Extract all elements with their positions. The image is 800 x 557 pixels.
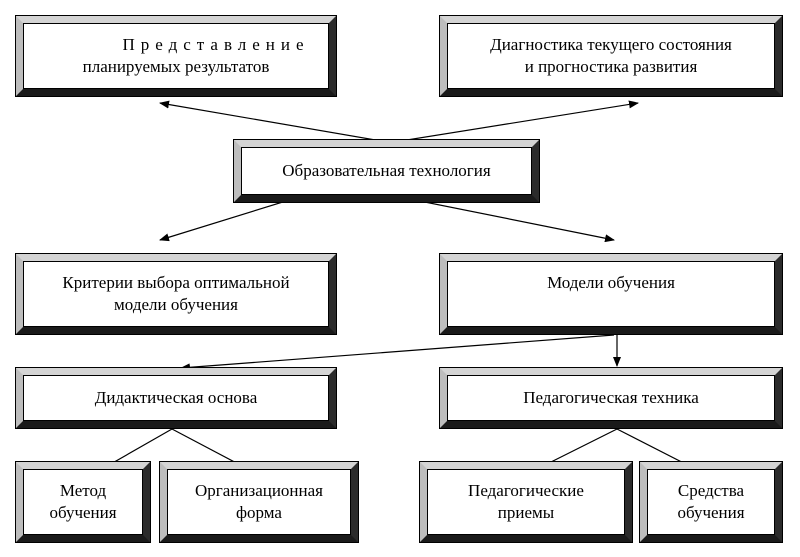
planned-results-line-1: Представление: [122, 35, 310, 54]
criteria-line-1: Критерии выбора оптимальной: [62, 273, 290, 292]
ped-techniques-line-2: приемы: [497, 503, 555, 522]
ped-techniques-line-1: Педагогические: [468, 481, 584, 500]
box-org-form: Организационная форма: [159, 461, 359, 543]
box-edu-tech: Образовательная технология: [233, 139, 540, 203]
box-method: Метод обучения: [15, 461, 151, 543]
edu-tech-label: Образовательная технология: [282, 161, 491, 180]
diagnostics-line-1: Диагностика текущего состояния: [490, 35, 732, 54]
models-label: Модели обучения: [547, 273, 675, 292]
arrow-models-to-didactic: [180, 334, 615, 372]
box-diagnostics: Диагностика текущего состояния и прогнос…: [439, 15, 783, 97]
box-means: Средства обучения: [639, 461, 783, 543]
box-didactic: Дидактическая основа: [15, 367, 337, 429]
org-form-line-1: Организационная: [194, 481, 323, 500]
box-models: Модели обучения: [439, 253, 783, 335]
box-planned-results: Представление планируемых результатов: [15, 15, 337, 97]
box-ped-techniques: Педагогические приемы: [419, 461, 633, 543]
means-line-2: обучения: [677, 503, 745, 522]
method-line-1: Метод: [59, 481, 107, 500]
means-line-1: Средства: [677, 481, 745, 500]
diagnostics-line-2: и прогностика развития: [524, 57, 698, 76]
method-line-2: обучения: [49, 503, 117, 522]
didactic-label: Дидактическая основа: [94, 388, 258, 407]
box-ped-technique: Педагогическая техника: [439, 367, 783, 429]
ped-technique-label: Педагогическая техника: [523, 388, 699, 407]
criteria-line-2: модели обучения: [114, 295, 238, 314]
box-criteria: Критерии выбора оптимальной модели обуче…: [15, 253, 337, 335]
planned-results-line-2: планируемых результатов: [82, 57, 270, 76]
org-form-line-2: форма: [236, 503, 282, 522]
